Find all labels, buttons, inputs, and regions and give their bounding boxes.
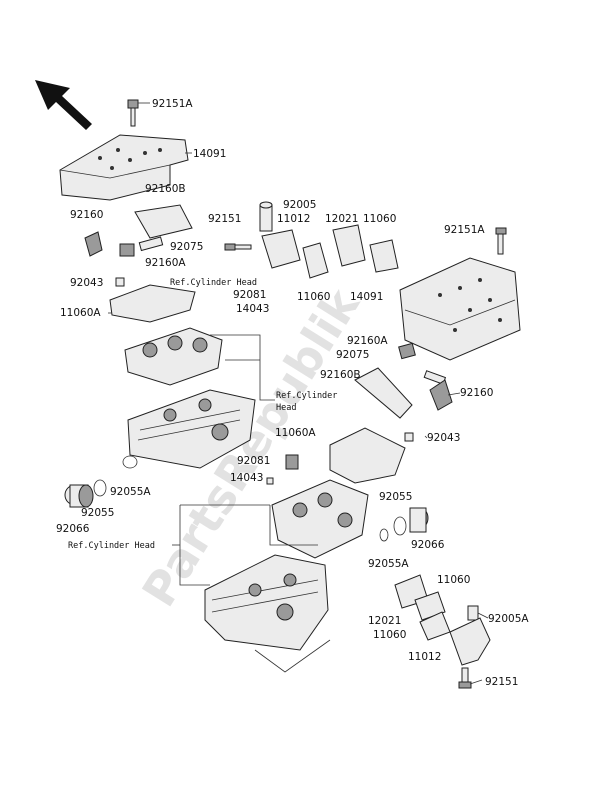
rocker-cover-right (399, 257, 521, 361)
camshaft-assembly-lower (271, 479, 369, 559)
damper-92160-right (429, 379, 453, 411)
label-92055A-right: 92055A (368, 558, 409, 570)
plate-12021-top (332, 224, 366, 267)
label-11060-bot1: 11060 (437, 574, 470, 586)
gasket-11060-top (302, 242, 329, 279)
label-92160-right: 92160 (460, 387, 493, 399)
collar-92005 (259, 201, 273, 232)
ref-cylinder-head-2a: Ref.Cylinder (276, 391, 337, 401)
label-92151-bot: 92151 (485, 676, 518, 688)
front-direction-arrow-icon (35, 80, 92, 130)
label-92081-left: 92081 (233, 289, 266, 301)
bolt-92151-mid (224, 243, 252, 251)
breather-cover-11012-bot (449, 617, 491, 666)
label-14043-left: 14043 (236, 303, 269, 315)
washer-92043-left (115, 277, 125, 287)
intake-fitting-92066-right (409, 507, 429, 533)
breather-cover-11012-top (261, 229, 301, 269)
plate-12021-bot (414, 591, 446, 621)
label-92160A-left: 92160A (145, 257, 186, 269)
label-92160B-left: 92160B (145, 183, 186, 195)
label-14043-right: 14043 (230, 472, 263, 484)
dowel-14043 (266, 477, 274, 485)
bolt-92151A-right (495, 227, 507, 255)
camshaft-assembly-upper (124, 327, 223, 386)
cylinder-head-upper (127, 389, 256, 469)
label-92043-left: 92043 (70, 277, 103, 289)
washer-92043-right (404, 432, 414, 442)
o-ring-92055A-right (379, 528, 389, 542)
label-92151-mid: 92151 (208, 213, 241, 225)
label-92081-right: 92081 (237, 455, 270, 467)
label-92066-left: 92066 (56, 523, 90, 535)
label-11060-bot2: 11060 (373, 629, 406, 641)
label-12021-top: 12021 (325, 213, 358, 225)
label-11060A-right: 11060A (275, 427, 316, 439)
clamp-92075-left (138, 236, 164, 252)
label-11012-top: 11012 (277, 213, 310, 225)
label-11012-bot: 11012 (408, 651, 441, 663)
label-92005A: 92005A (488, 613, 529, 625)
label-92151A-top: 92151A (152, 98, 193, 110)
label-92043-right: 92043 (427, 432, 460, 444)
label-11060-mid: 11060 (297, 291, 330, 303)
gasket-11060-right-top (369, 239, 399, 273)
cylinder-head-lower (204, 554, 329, 651)
label-92160A-right: 92160A (347, 335, 388, 347)
gasket-11060A-right (329, 427, 406, 484)
damper-92160-left (84, 231, 103, 257)
label-12021-bot: 12021 (368, 615, 401, 627)
ref-cylinder-head-2b: Head (276, 403, 296, 413)
bolt-92151-bot (458, 667, 472, 689)
label-92075-right: 92075 (336, 349, 369, 361)
label-14091-right: 14091 (350, 291, 383, 303)
bolt-92151A-top (127, 99, 139, 127)
label-92005: 92005 (283, 199, 316, 211)
o-ring-left (122, 455, 138, 469)
label-92055-left: 92055 (81, 507, 114, 519)
label-92075-left: 92075 (170, 241, 203, 253)
label-11060A-left: 11060A (60, 307, 101, 319)
label-92066-right: 92066 (411, 539, 445, 551)
label-92055-mid: 92055 (379, 491, 412, 503)
collar-92005A (467, 605, 479, 621)
damper-92160A-right (398, 342, 416, 360)
label-11060-top: 11060 (363, 213, 396, 225)
intake-fitting-92066-left (64, 484, 94, 508)
damper-92160A-left (119, 243, 135, 257)
gasket-92160B-left (134, 204, 193, 239)
o-ring-92055-mid (393, 516, 407, 536)
o-ring-92055-left (93, 479, 107, 497)
ref-cylinder-head-1: Ref.Cylinder Head (170, 278, 257, 288)
label-92160B-right: 92160B (320, 369, 361, 381)
gasket-11060A-left (109, 284, 196, 323)
ref-cylinder-head-3: Ref.Cylinder Head (68, 541, 155, 551)
label-92160-left: 92160 (70, 209, 103, 221)
label-92055A-left: 92055A (110, 486, 151, 498)
plug-92081 (285, 454, 299, 470)
label-92151A-right: 92151A (444, 224, 485, 236)
rocker-cover-left (59, 134, 189, 201)
label-14091-left: 14091 (193, 148, 226, 160)
gasket-92160B-right (354, 367, 413, 419)
